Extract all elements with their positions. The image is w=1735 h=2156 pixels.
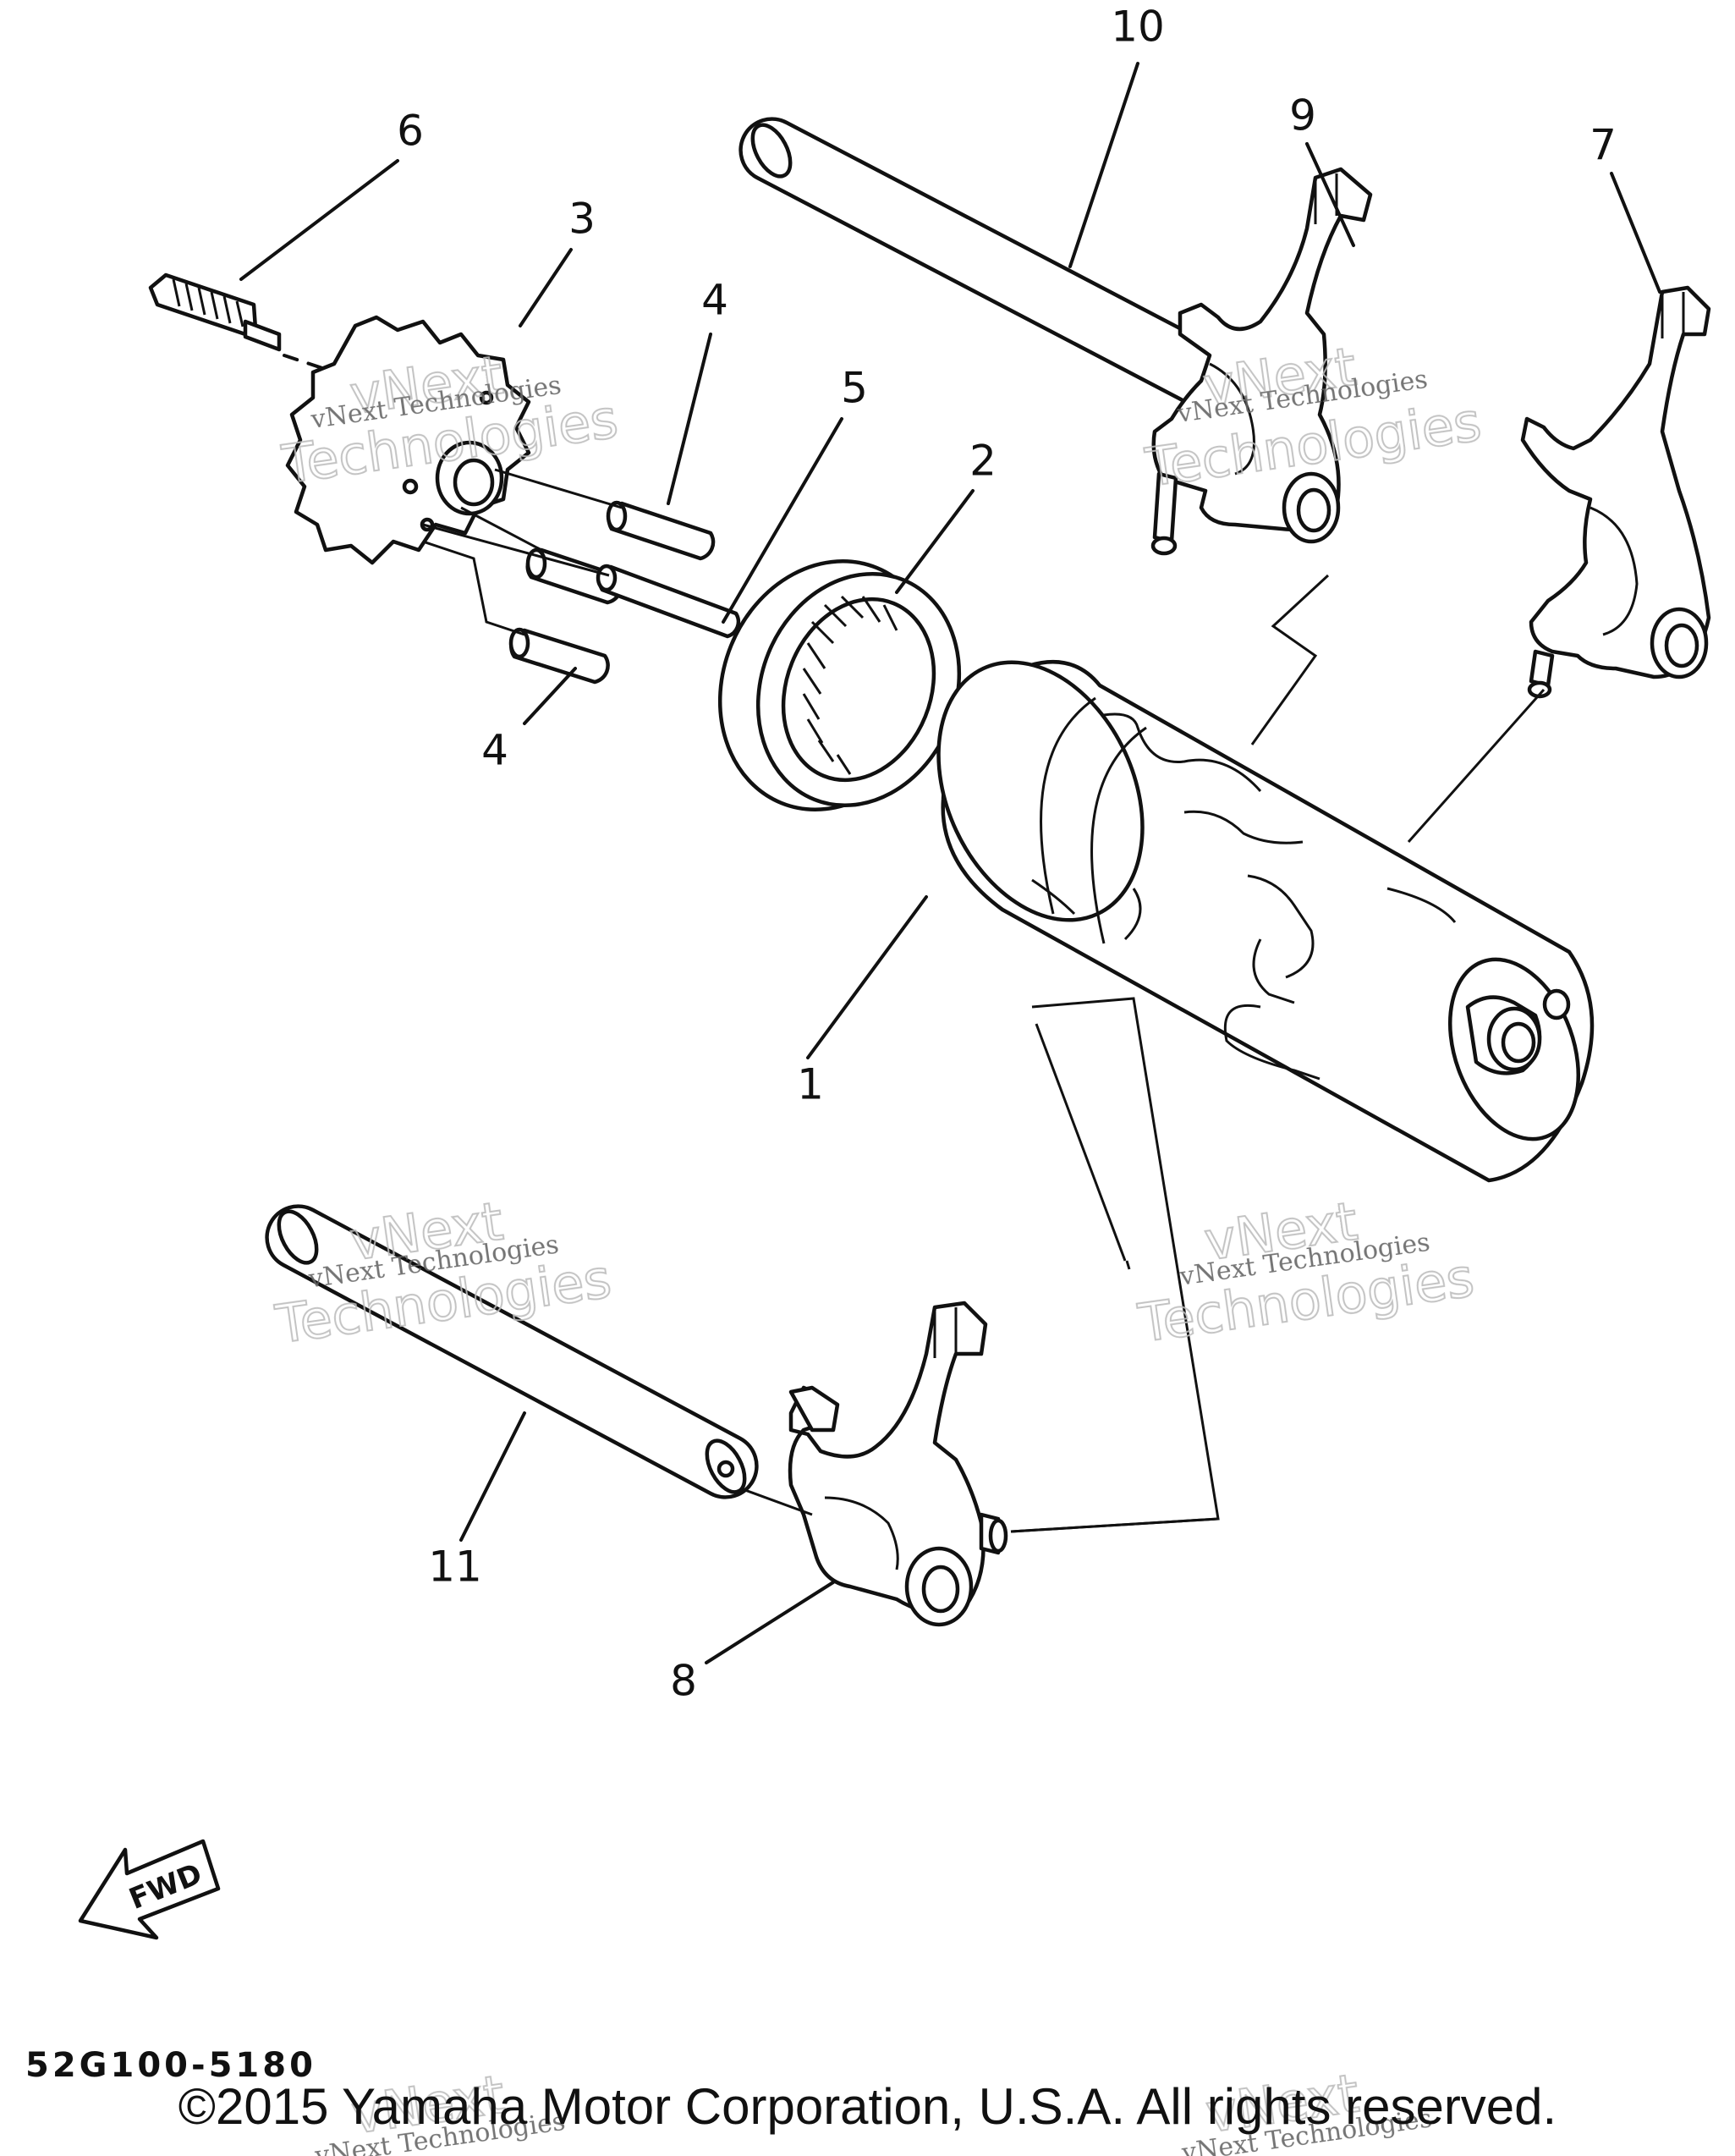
leader-lines xyxy=(239,62,1661,1664)
part-11-lower-shaft xyxy=(265,1204,759,1499)
callout-5: 5 xyxy=(841,364,868,413)
diagram-code: 52G100-5180 xyxy=(25,2046,316,2085)
part-6-bolt xyxy=(148,272,332,372)
part-1-shift-drum xyxy=(936,660,1595,1183)
part-9-upper-fork xyxy=(1150,167,1373,556)
shaft-fork-guide-lines xyxy=(742,1488,813,1516)
callout-2: 2 xyxy=(969,437,997,486)
callout-labels: 10 9 7 6 3 4 5 2 4 1 11 8 xyxy=(397,3,1617,1706)
part-4-pin-lower xyxy=(508,627,610,685)
callout-11: 11 xyxy=(428,1543,482,1592)
part-4-pin-upper xyxy=(606,500,716,561)
fork-drum-bracket-lines xyxy=(1010,574,1546,1533)
part-5-long-pin xyxy=(596,564,741,639)
part-10-upper-shaft xyxy=(738,117,1266,425)
callout-4-upper: 4 xyxy=(701,276,728,325)
part-3-shift-cam xyxy=(285,315,531,565)
fwd-arrow-icon: FWD xyxy=(78,1839,221,1940)
assembly-guide-lines xyxy=(422,468,623,636)
callout-7: 7 xyxy=(1590,121,1617,170)
callout-8: 8 xyxy=(670,1657,697,1706)
callout-9: 9 xyxy=(1289,91,1316,140)
callout-4-lower: 4 xyxy=(481,726,508,775)
callout-10: 10 xyxy=(1111,3,1165,52)
copyright-notice: ©2015 Yamaha Motor Corporation, U.S.A. A… xyxy=(178,2078,1557,2135)
part-7-right-fork xyxy=(1520,285,1711,699)
callout-6: 6 xyxy=(397,107,424,156)
part-8-lower-fork xyxy=(788,1301,1008,1627)
callout-3: 3 xyxy=(568,195,596,244)
callout-1: 1 xyxy=(797,1060,824,1109)
